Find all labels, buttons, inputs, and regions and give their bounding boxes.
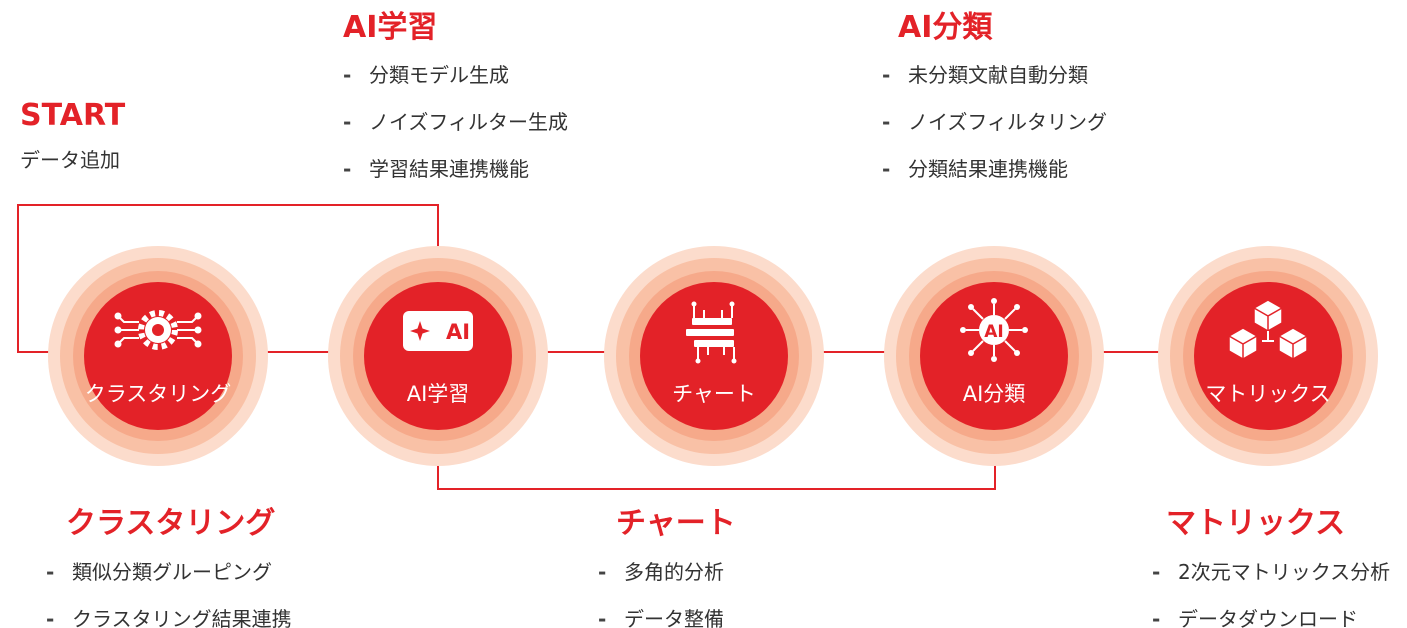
section-title-chart: チャート: [616, 506, 736, 541]
node-label-chart: チャート: [672, 382, 756, 406]
list-item: -クラスタリング結果連携: [46, 607, 292, 628]
gear-circuit-icon: [114, 310, 202, 350]
node-label-ai-learning: AI学習: [406, 382, 470, 406]
chart-layers-icon: [686, 301, 737, 364]
list-item: -データ整備: [598, 607, 724, 628]
start-title: START: [20, 98, 126, 133]
list-item: -多角的分析: [598, 560, 724, 584]
node-circle: [640, 282, 788, 430]
section-title-ai-learning: AI学習: [343, 10, 438, 45]
ai-network-icon: AI: [960, 298, 1028, 362]
node-circle: [1194, 282, 1342, 430]
svg-text:AI: AI: [984, 322, 1003, 342]
node-label-matrix: マトリックス: [1205, 382, 1331, 406]
section-list-ai-learning: -分類モデル生成 -ノイズフィルター生成 -学習結果連携機能: [343, 61, 568, 202]
section-list-matrix: -2次元マトリックス分析 -データダウンロード: [1152, 558, 1390, 628]
list-item: -学習結果連携機能: [343, 157, 529, 181]
node-ai-learning[interactable]: AI: [328, 246, 548, 466]
list-item: -ノイズフィルタリング: [882, 110, 1107, 134]
list-item: -データダウンロード: [1152, 607, 1358, 628]
list-item: -ノイズフィルター生成: [343, 110, 568, 134]
section-title-matrix: マトリックス: [1166, 506, 1346, 541]
section-list-clustering: -類似分類グルーピング -クラスタリング結果連携: [46, 558, 292, 628]
section-list-ai-classification: -未分類文献自動分類 -ノイズフィルタリング -分類結果連携機能: [882, 61, 1107, 202]
cubes-icon: [1228, 299, 1308, 360]
start-subtitle: データ追加: [20, 148, 120, 172]
section-list-chart: -多角的分析 -データ整備: [598, 558, 724, 628]
node-circle: [364, 282, 512, 430]
node-chart[interactable]: [604, 246, 824, 466]
list-item: -2次元マトリックス分析: [1152, 560, 1391, 584]
section-title-clustering: クラスタリング: [66, 506, 276, 541]
list-item: -未分類文献自動分類: [882, 63, 1088, 87]
list-item: -分類モデル生成: [343, 63, 509, 87]
list-item: -類似分類グルーピング: [46, 560, 272, 584]
node-ai-classification[interactable]: AI: [884, 246, 1104, 466]
node-clustering[interactable]: [48, 246, 268, 466]
node-label-ai-classification: AI分類: [962, 382, 1026, 406]
section-title-ai-classification: AI分類: [898, 10, 993, 45]
node-circle: [84, 282, 232, 430]
node-matrix[interactable]: [1158, 246, 1378, 466]
ai-sparkle-icon: AI: [403, 311, 473, 351]
list-item: -分類結果連携機能: [882, 157, 1068, 181]
node-label-clustering: クラスタリング: [84, 382, 232, 406]
svg-text:AI: AI: [446, 320, 470, 344]
